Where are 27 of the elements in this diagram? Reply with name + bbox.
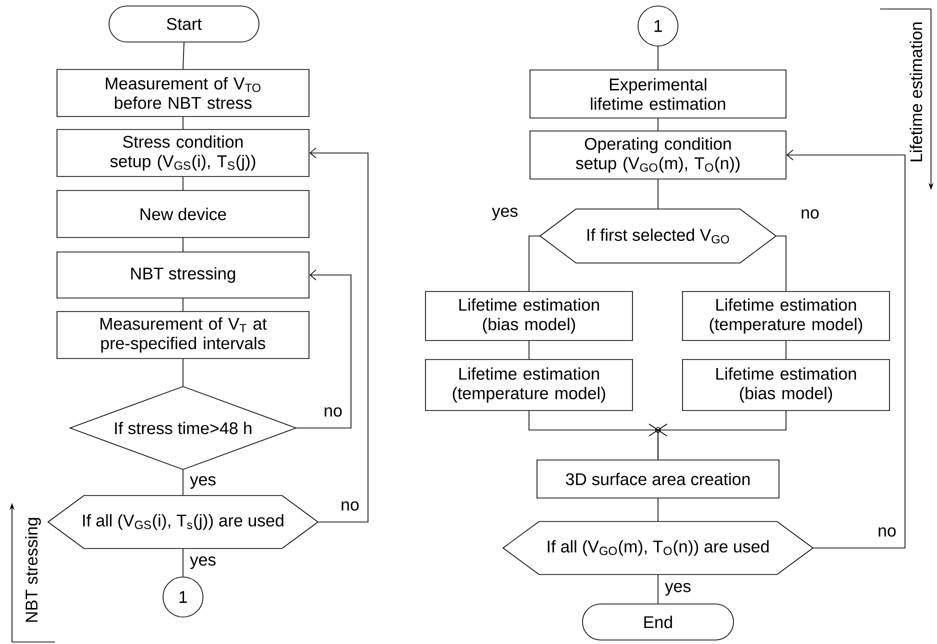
section-label: NBT stressing xyxy=(25,518,41,622)
edge-label: no xyxy=(322,406,344,418)
process-box: NBT stressing xyxy=(56,252,310,298)
end-terminal: End xyxy=(582,604,734,640)
edge-label: yes xyxy=(188,555,218,570)
process-box: Measurement of V$_{TO}$ before NBT stress xyxy=(56,69,310,117)
arrow xyxy=(786,150,906,548)
edge-label: no xyxy=(876,526,898,538)
process-box: Lifetime estimation (temperature model) xyxy=(425,359,633,411)
process-box: Lifetime estimation (bias model) xyxy=(682,359,890,411)
edge-label: yes xyxy=(490,206,520,222)
process-box: Stress condition setup (V$_{GS}$(i), T$_{S}$(j)) xyxy=(56,129,310,177)
process-box: Lifetime estimation (temperature model) xyxy=(682,291,890,341)
edge-label: yes xyxy=(188,475,218,490)
process-box: Lifetime estimation (bias model) xyxy=(425,291,633,341)
process-box: Experimental lifetime estimation xyxy=(530,70,786,118)
arrow xyxy=(296,270,352,428)
edge-label: no xyxy=(800,208,820,220)
edge-label: no xyxy=(340,500,360,512)
start-terminal: Start xyxy=(108,6,260,42)
process-box: Measurement of V$_{T}$ at pre-specified intervals xyxy=(56,311,310,359)
section-label: Lifetime estimation xyxy=(910,22,922,162)
process-box: New device xyxy=(56,190,310,238)
process-box: Operating condition setup (V$_{GO}$(m), T$_{O}$(n)) xyxy=(530,130,786,180)
arrow xyxy=(309,148,368,522)
process-box: 3D surface area creation xyxy=(536,460,780,498)
edge-label: yes xyxy=(664,582,692,597)
